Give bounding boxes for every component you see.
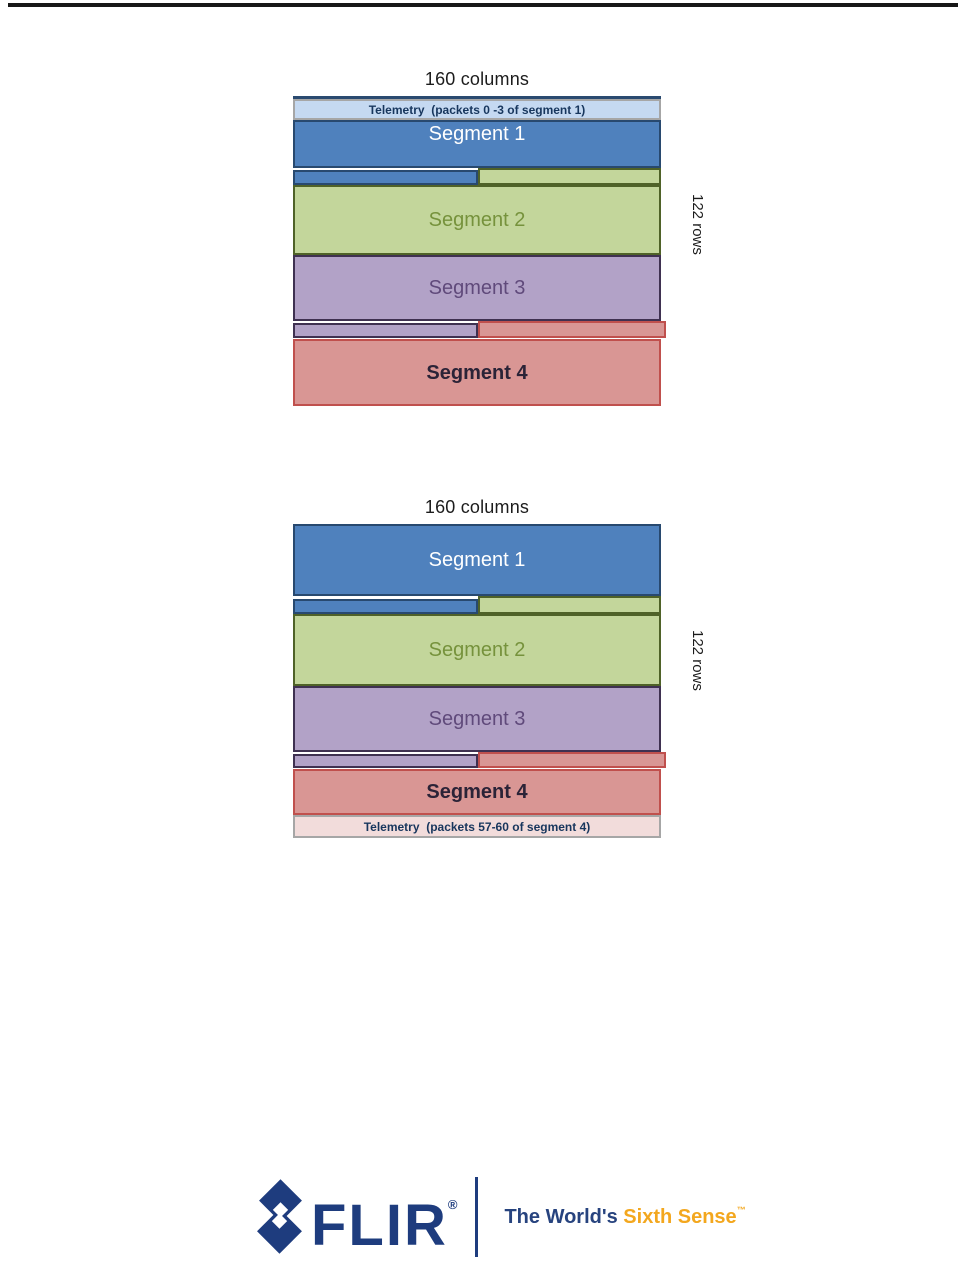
segment-1-block: Segment 1 [293, 120, 661, 168]
segment-2-label: Segment 2 [428, 639, 526, 661]
segment-4-head-strip [478, 321, 666, 338]
segment-3-label: Segment 3 [428, 708, 526, 730]
columns-label: 160 columns [424, 497, 530, 517]
segment-4-block: Segment 4 [293, 769, 661, 815]
segment-3-block: Segment 3 [293, 686, 661, 752]
segment-1-2-boundary-row [293, 596, 661, 614]
frame-box: Segment 1 Segment 2 Segment 3 Segment 4 … [293, 524, 666, 838]
segment-2-head-strip [478, 596, 661, 614]
segment-1-tail-strip [293, 599, 479, 614]
segment-2-block: Segment 2 [293, 185, 661, 255]
segment-diagram-telemetry-top: 160 columns Telemetry (packets 0 -3 of s… [293, 68, 706, 406]
segment-4-head-strip [478, 752, 666, 768]
telemetry-bar-bottom: Telemetry (packets 57-60 of segment 4) [293, 815, 661, 838]
frame-top-border [293, 96, 661, 99]
brand-tagline: The World's Sixth Sense™ [504, 1205, 745, 1229]
segment-4-label: Segment 4 [426, 361, 528, 384]
segment-2-block: Segment 2 [293, 614, 661, 686]
segment-diagram-telemetry-bottom: 160 columns Segment 1 Segment 2 Segment … [293, 496, 706, 838]
segment-3-4-boundary-row [293, 321, 666, 338]
segment-1-block: Segment 1 [293, 524, 661, 596]
segment-1-label: Segment 1 [428, 123, 526, 145]
segment-1-2-boundary-row [293, 168, 661, 185]
segment-2-head-strip [478, 168, 661, 185]
segment-3-label: Segment 3 [428, 277, 526, 299]
telemetry-label: Telemetry (packets 0 -3 of segment 1) [368, 102, 586, 117]
frame-box: Telemetry (packets 0 -3 of segment 1) Se… [293, 96, 666, 406]
segment-3-4-boundary-row [293, 752, 666, 768]
rows-label: 122 rows [689, 194, 706, 255]
segment-4-block: Segment 4 [293, 339, 661, 406]
segment-1-label: Segment 1 [428, 549, 526, 571]
rows-label: 122 rows [689, 630, 706, 691]
segment-3-tail-strip [293, 323, 479, 338]
trademark-symbol: ™ [736, 1205, 746, 1215]
flir-diamond-logo-icon [257, 1179, 302, 1254]
segment-4-label: Segment 4 [426, 781, 528, 803]
flir-wordmark-text: FLIR [311, 1192, 448, 1258]
columns-label: 160 columns [424, 69, 530, 89]
registered-trademark-symbol: ® [447, 1196, 458, 1212]
segment-3-tail-strip [293, 754, 479, 768]
tagline-accent: Sixth Sense [623, 1206, 737, 1228]
tagline-prefix: The World's [504, 1206, 624, 1228]
brand-divider-line [475, 1177, 479, 1257]
page-top-rule [8, 3, 958, 7]
telemetry-bar-top: Telemetry (packets 0 -3 of segment 1) [293, 99, 661, 120]
telemetry-label: Telemetry (packets 57-60 of segment 4) [363, 819, 591, 834]
flir-wordmark: FLIR® [311, 1176, 457, 1255]
segment-1-tail-strip [293, 170, 479, 185]
segment-3-block: Segment 3 [293, 255, 661, 321]
flir-brand-footer: FLIR® The World's Sixth Sense™ [256, 1172, 746, 1262]
segment-2-label: Segment 2 [428, 209, 526, 231]
